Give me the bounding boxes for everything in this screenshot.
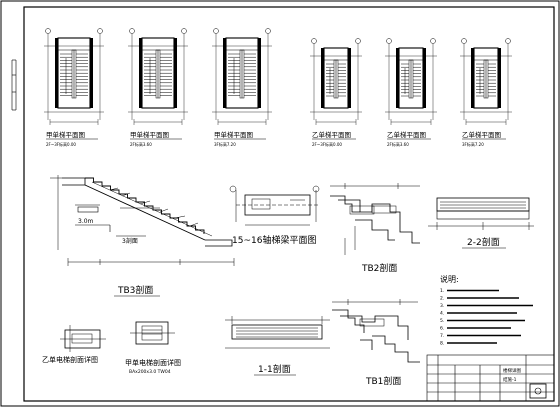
detail-right [130,321,175,345]
plan-title: 甲单梯平面图 [214,130,253,139]
stair-plan: 甲单梯平面图 2F~3F标高0.00 [44,28,104,147]
plan-subtitle: 2F标高3.60 [130,141,152,147]
title-block-sheet-no: 结施-1 [503,376,517,383]
plan-subtitle: 2F标高3.60 [387,141,409,147]
notes-list: 1. 2.3. 4.5. 6.7. 8. [440,288,533,347]
detail-left-title: 乙单电梯剖面详图 [42,355,98,364]
title-block [426,354,555,402]
plan-title: 乙单梯平面图 [462,130,501,139]
tb3-tag: 3.0m [78,218,94,225]
note-number: 7. [440,333,444,339]
inner-border [23,6,555,402]
tb3-small-label: 3剖面 [122,237,138,245]
stair-plan: 乙单梯平面图 2F标高3.60 [385,38,437,147]
detail-left [60,325,106,352]
note-number: 5. [440,318,444,324]
stair-plans-row: 甲单梯平面图 2F~3F标高0.00 甲单梯平面图 2F标高3.60 甲单梯平面图 3F标… [44,28,512,147]
plan-title: 乙单梯平面图 [312,130,351,139]
tb1-section [332,299,420,363]
detail-right-note: BAx200x3.0 TW04 [129,369,171,375]
stair-plan: 甲单梯平面图 3F标高7.20 [212,28,272,147]
note-number: 1. [440,288,444,294]
tb3-section-title: TB3剖面 [117,284,153,296]
tb1-section-title: TB1剖面 [365,375,401,387]
note-number: 4. [440,311,444,317]
section-1-1-title: 1-1剖面 [258,363,291,375]
plan-title: 乙单梯平面图 [387,130,426,139]
tb2-section [330,183,420,255]
plan-subtitle: 2F~3F标高0.00 [46,141,76,147]
detail-right-title: 甲单电梯剖面详图 [125,358,181,367]
notes-title: 说明: [440,274,459,284]
stair-plan: 乙单梯平面图 2F~3F标高0.00 [310,38,362,147]
tb3-section [50,175,235,266]
note-number: 3. [440,303,444,309]
binding-strip [11,59,17,111]
stair-plan: 甲单梯平面图 2F标高3.60 [128,28,188,147]
note-number: 2. [440,296,444,302]
plan-subtitle: 3F标高7.20 [462,141,484,147]
plan-subtitle: 3F标高7.20 [214,141,236,147]
plan-15-16 [229,185,320,226]
note-number: 6. [440,326,444,332]
note-number: 8. [440,341,444,347]
section-2-2-title: 2-2剖面 [467,236,500,248]
section-2-2 [428,197,534,230]
stair-plan: 乙单梯平面图 3F标高7.20 [460,38,512,147]
plan-title: 甲单梯平面图 [130,130,169,139]
title-block-project: 楼梯详图 [503,367,521,374]
section-1-1 [225,316,330,349]
plan-title: 甲单梯平面图 [46,130,85,139]
plan-15-16-title: 15~16轴梯梁平面图 [232,234,316,246]
tb2-section-title: TB2剖面 [361,262,397,274]
plan-subtitle: 2F~3F标高0.00 [312,141,342,147]
